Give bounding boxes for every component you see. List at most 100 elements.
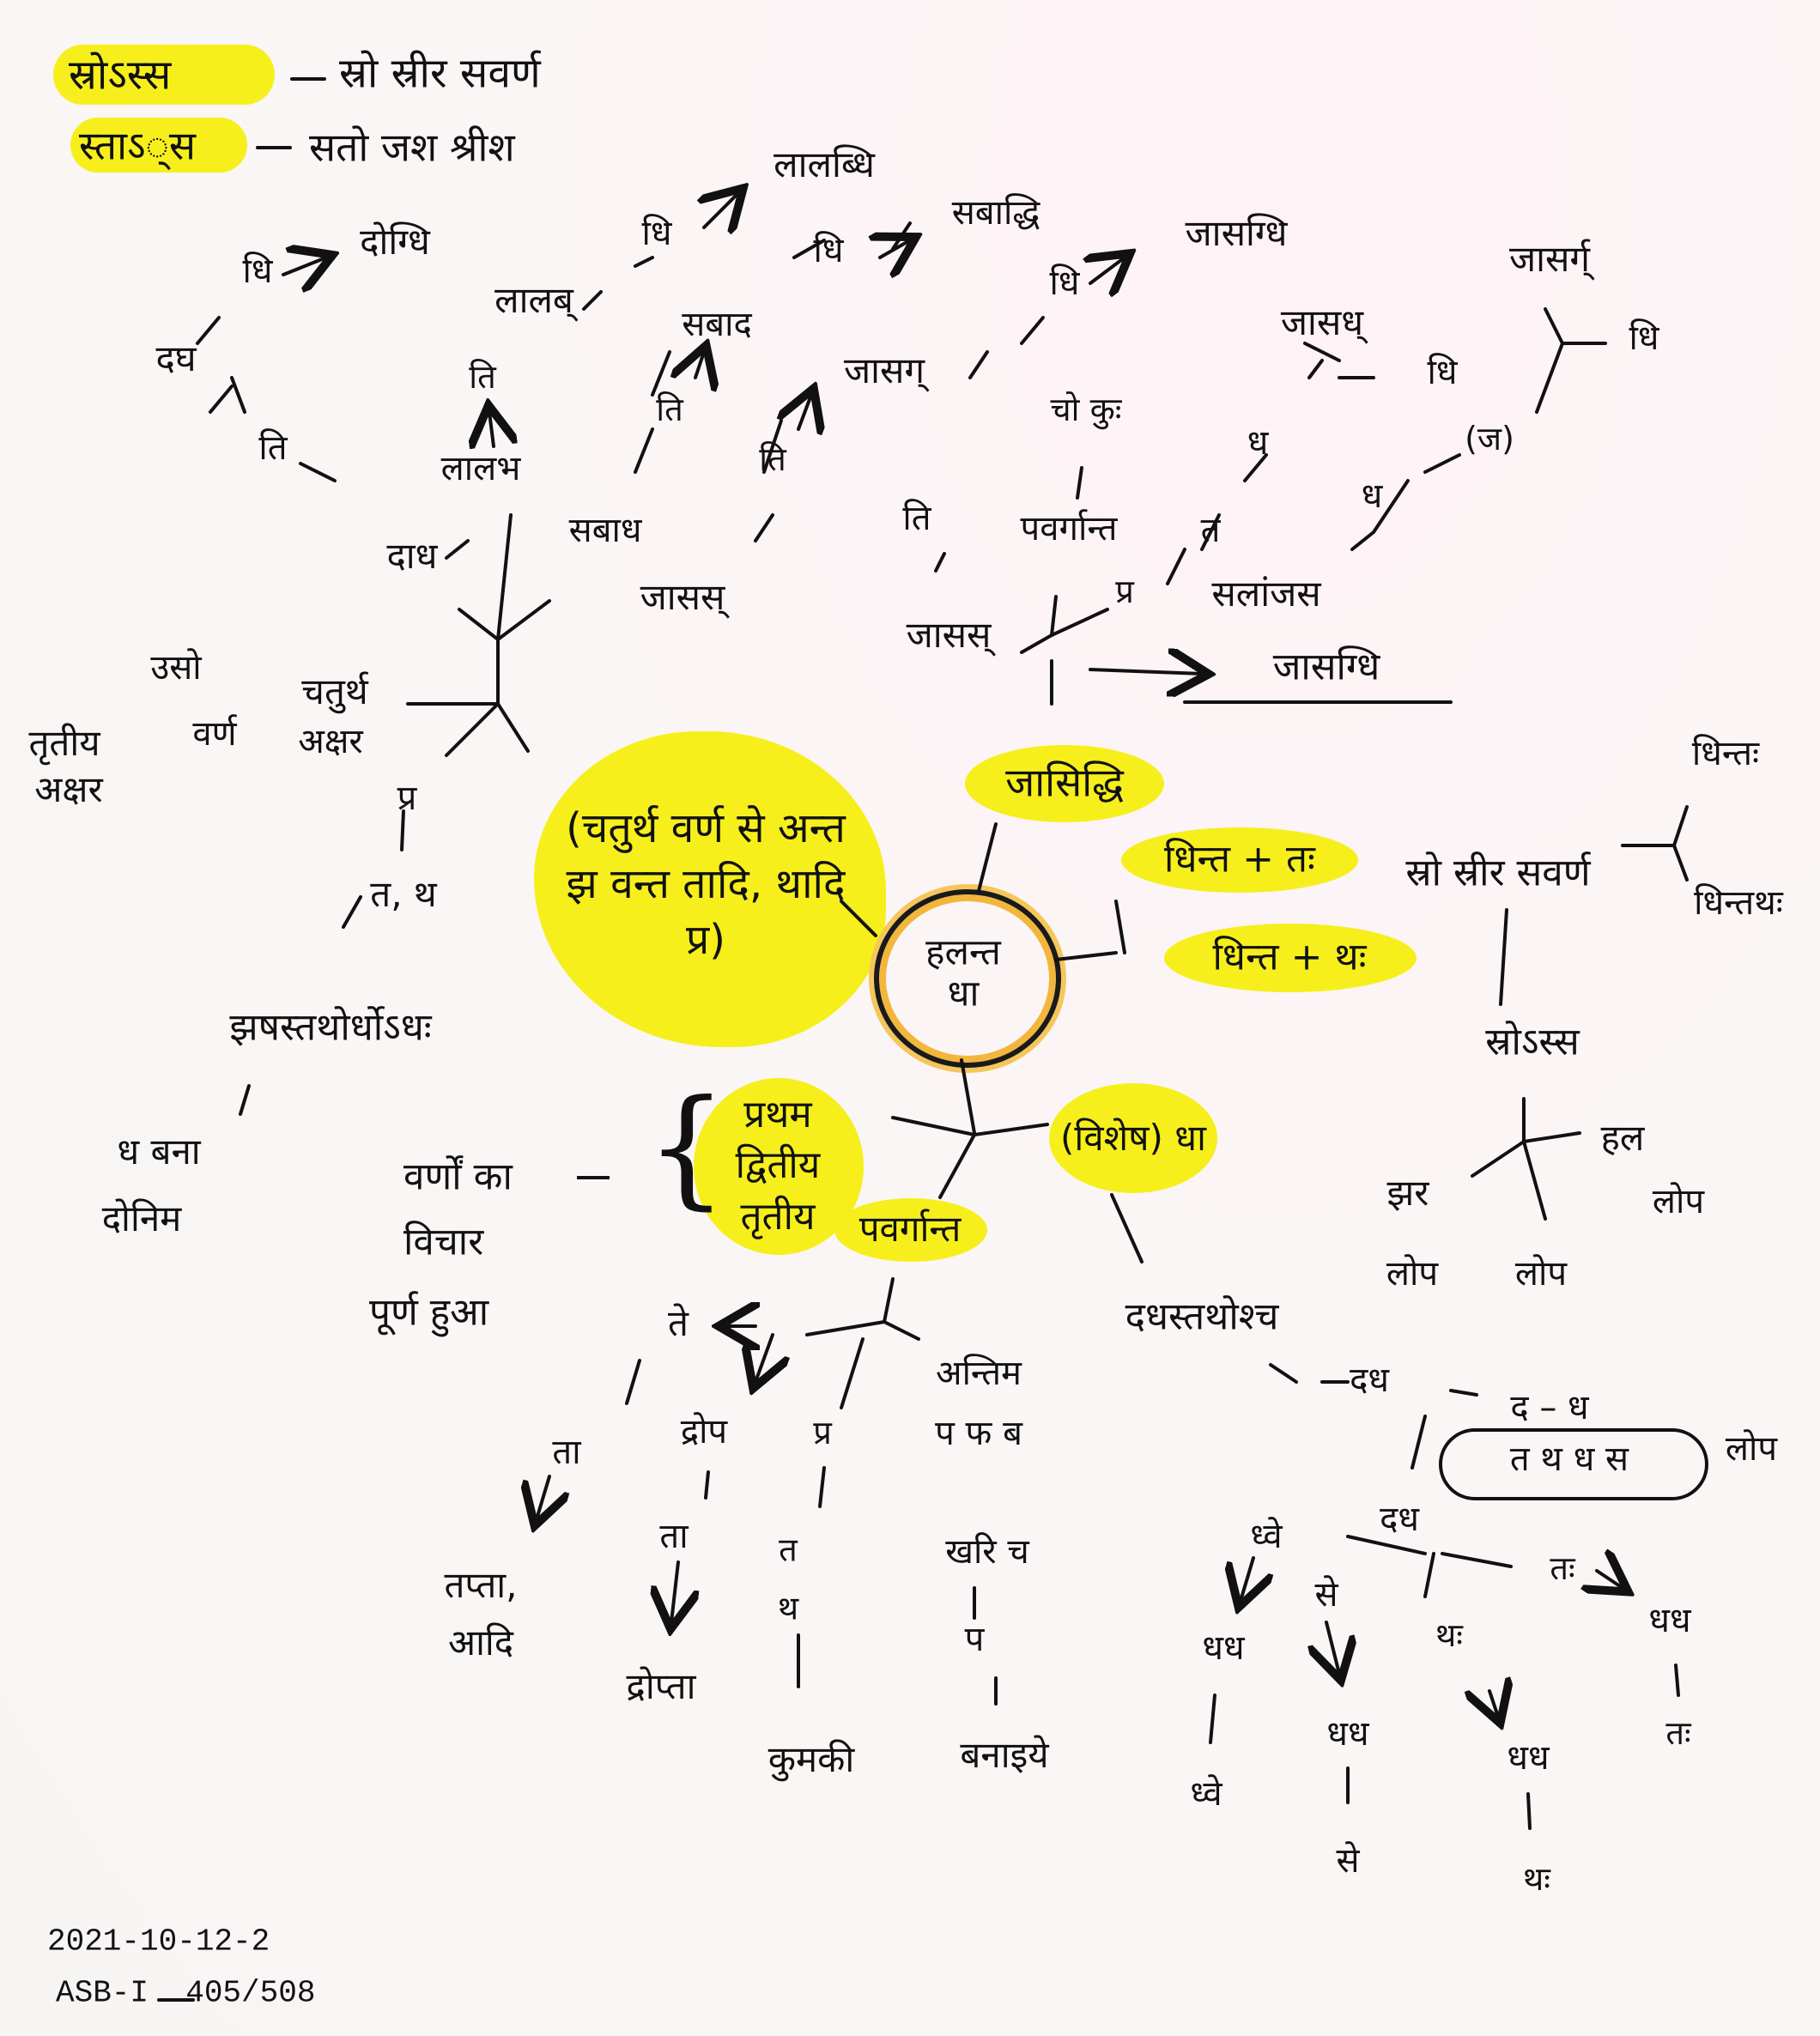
br-lopa: लोप [1725, 1429, 1778, 1469]
label-purn-hua: पूर्ण हुआ [369, 1290, 489, 1335]
br-se2: से [1336, 1841, 1360, 1881]
node-dhinta-tha: धिन्त + थः [1212, 935, 1367, 979]
node-pavargant: पवर्गान्त [858, 1207, 962, 1250]
tl-jasag: जासग् [843, 348, 925, 391]
br-dhadh4: धध [1648, 1601, 1691, 1640]
bm-pa-ph-b: प फ ब [935, 1414, 1022, 1453]
label-akshar-right: अक्षर [298, 722, 363, 761]
br-dhadh2: धध [1326, 1714, 1369, 1754]
node-jasagdhi-center: जासिद्धि [1005, 759, 1124, 806]
tl-lalabdh-dhi: धि [641, 214, 672, 253]
bm-antim: अन्तिम [936, 1354, 1022, 1393]
highlight-note [534, 731, 886, 1047]
label-pra-left: प्र [397, 779, 417, 818]
bm-tapta: तप्ता, आदि [444, 1563, 518, 1663]
label-dha-bana: ध बना [117, 1130, 201, 1173]
header-term-2: स्ताऽ्स [79, 122, 196, 169]
tl-jasas-ta: ति [759, 440, 786, 479]
label-vichar: विचार [403, 1220, 484, 1264]
label-uso: उसो [150, 648, 202, 688]
footer-date: 2021-10-12-2 [47, 1924, 270, 1960]
highlight-pavargant [834, 1198, 987, 1262]
br-rule: दधस्तथोश्च [1125, 1294, 1279, 1339]
header-rest-1: स्रो स्रीर सवर्ण [339, 49, 541, 98]
tl-dogdhi: दोग्धि [360, 220, 430, 263]
tl-sabd-dhi: धि [813, 231, 844, 270]
bm-dop-ta: ता [659, 1517, 689, 1556]
tl-dhi: धि [242, 251, 273, 291]
bm-pra: प्र [813, 1414, 832, 1452]
tl-lalabdh: लालब् [494, 278, 573, 321]
rb-root: स्रो स्रीर सवर्ण [1405, 851, 1591, 895]
header-rest-2: सतो जश श्रीश [309, 124, 515, 171]
node-vishesh: (विशेष) धा [1060, 1116, 1206, 1159]
rb-dhinta2: धिन्तथः [1694, 883, 1783, 923]
tr-jasarg: जासर्ग् [1508, 237, 1591, 280]
tl-sabd: सबाद [682, 305, 752, 344]
bm-khari-cha: खरि च [945, 1532, 1029, 1572]
center-circle [874, 889, 1061, 1068]
br-ta2: तः [1665, 1714, 1691, 1753]
label-varna: वर्ण [192, 714, 237, 754]
rb-lopa-mid: लोप [1514, 1254, 1568, 1294]
bm-te: ते [668, 1301, 689, 1344]
tr-dha: ध [1247, 423, 1269, 463]
center-node: हलन्त धा [925, 930, 1001, 1015]
tl-da: दघ [155, 336, 197, 379]
tl-sabdh: सबाध [568, 511, 642, 550]
br-se: से [1314, 1575, 1338, 1615]
highlight-line2 [70, 118, 247, 173]
tr-ja: (ज) [1465, 420, 1514, 458]
label-akshar-left: अक्षर [34, 767, 103, 810]
note-chaturth: (चतुर्थ वर्ण से अन्त झ वन्त तादि, थादि प… [566, 803, 846, 964]
br-tha2: थः [1523, 1860, 1550, 1899]
tr-jasadh: जासध् [1280, 300, 1364, 343]
bm-banaiye: बनाइये [960, 1733, 1049, 1776]
tr-dha2: ध [1361, 476, 1383, 516]
br-ta: तः [1550, 1549, 1575, 1588]
tr-salanjas: सलांजस [1211, 572, 1321, 615]
tl-lalabh-ta: ति [469, 358, 496, 397]
highlight-line1 [53, 45, 275, 105]
bm-dop: द्रोप [680, 1412, 728, 1451]
label-ta-tha-left: त, थ [370, 872, 437, 915]
bm-ta: ता [552, 1433, 581, 1472]
label-chaturth: चतुर्थ [301, 670, 368, 712]
bm-pa: प [964, 1620, 985, 1659]
rb-lopa-right: लोप [1652, 1182, 1705, 1221]
tl-jasag-dhi: धि [1049, 264, 1080, 303]
tl-sabdhi: सबाद्धि [951, 193, 1040, 233]
node-dhinta-ta: धिन्त + तः [1164, 837, 1315, 882]
tl-daha: दाध [386, 534, 438, 577]
rb-jhar: झर [1386, 1171, 1429, 1214]
circled-set-outline [1439, 1428, 1708, 1500]
tl-ta: ति [258, 428, 288, 468]
label-tritiya: तृतीय [28, 721, 100, 764]
br-dhve: ध्वे [1250, 1517, 1283, 1556]
label-varnon-ka: वर्णों का [403, 1154, 513, 1199]
br-dadh: दध [1350, 1360, 1389, 1400]
rb-lopa-left: लोप [1386, 1254, 1439, 1294]
tl-jasas: जासस् [640, 575, 725, 618]
highlight-dhinta-tha [1164, 924, 1417, 992]
rule-jhashas: झषस्तथोर्धोऽधः [229, 1005, 432, 1050]
tl-jasagdhi: जासग्धि [1185, 211, 1288, 254]
tr-chaku: चो कुः [1050, 391, 1122, 429]
tr-pavargant: पवर्गान्त [1020, 509, 1118, 548]
br-dhadh3: धध [1507, 1738, 1550, 1778]
rb-dhinta1: धिन्तः [1691, 734, 1760, 773]
tr-pra: प्र [1115, 573, 1134, 611]
highlight-jasagdhi [965, 745, 1164, 822]
footer-ref: ASB-I 405/508 [56, 1975, 316, 2011]
br-circle-set: त थ ध स [1509, 1439, 1629, 1479]
tr-ta: ति [902, 499, 931, 538]
tl-lalabh: लालभ [440, 449, 521, 488]
br-dhadh1: धध [1202, 1628, 1245, 1668]
tr-ta2: त [1200, 511, 1221, 550]
br-d-dh: द – ध [1510, 1388, 1589, 1427]
bm-kumaki: कुमकी [767, 1737, 855, 1780]
rb-hal: हल [1600, 1116, 1645, 1159]
bm-dopta: द्रोप्ता [626, 1664, 696, 1707]
